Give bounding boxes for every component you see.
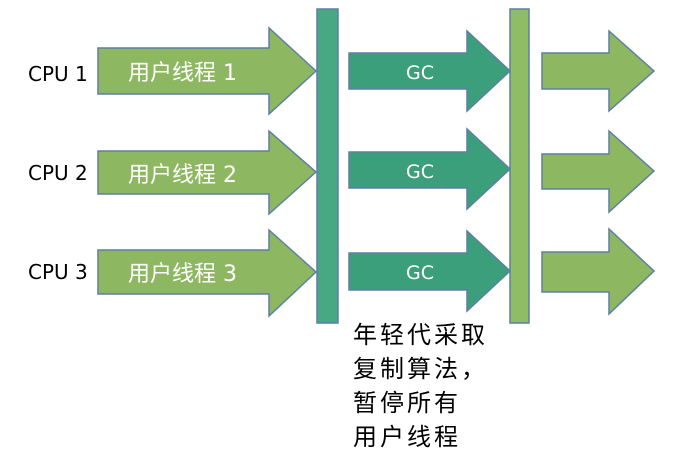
caption-line-1: 年轻代采取 (353, 321, 488, 349)
caption-line-3: 暂停所有 (353, 389, 461, 417)
user-thread-arrow-1 (97, 26, 318, 116)
caption-line-2: 复制算法， (353, 355, 488, 383)
caption: 年轻代采取 复制算法， 暂停所有 用户线程 (353, 318, 553, 454)
cpu-label-1: CPU 1 (28, 62, 88, 86)
final-arrow-1 (541, 29, 656, 113)
gc-label-2: GC (406, 161, 434, 183)
gc-arrow-1 (348, 29, 512, 113)
caption-line-4: 用户线程 (353, 423, 461, 451)
gc-arrow-2 (348, 127, 512, 211)
user-thread-label-3: 用户线程 3 (128, 262, 237, 287)
user-thread-label-1: 用户线程 1 (128, 61, 237, 86)
gc-label-1: GC (406, 62, 434, 84)
gc-label-3: GC (406, 262, 434, 284)
user-thread-arrow-2 (97, 129, 318, 216)
cpu-label-2: CPU 2 (28, 161, 88, 185)
user-thread-label-2: 用户线程 2 (128, 163, 237, 188)
final-arrow-2 (541, 129, 656, 214)
user-thread-arrow-3 (97, 228, 318, 318)
pause-bar-end (509, 8, 530, 324)
final-arrow-3 (541, 227, 656, 316)
gc-arrow-3 (348, 229, 512, 313)
pause-bar-start (316, 8, 339, 324)
cpu-label-3: CPU 3 (28, 260, 88, 284)
